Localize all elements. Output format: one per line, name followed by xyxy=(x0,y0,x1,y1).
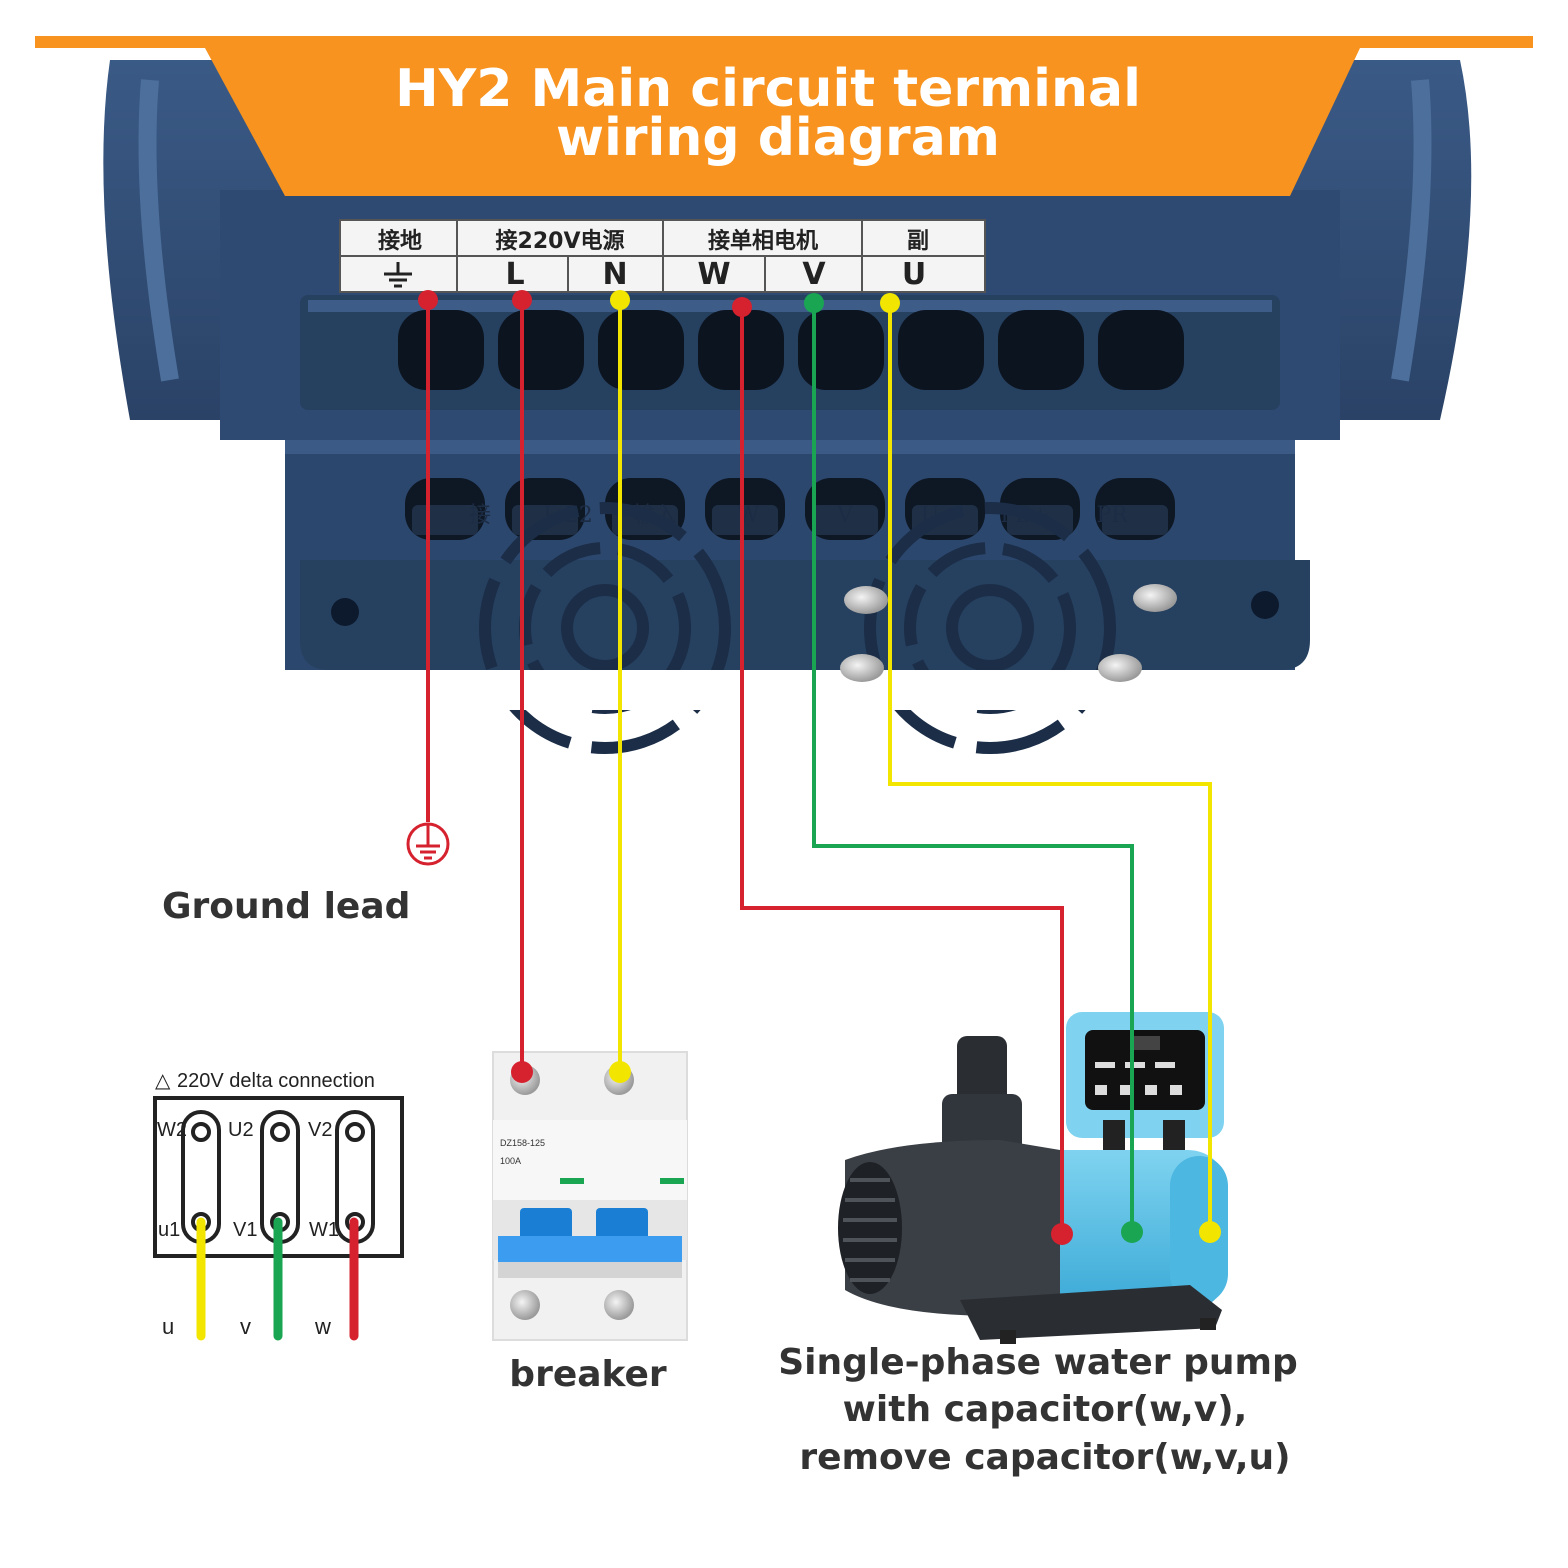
title-line-1: HY2 Main circuit terminal xyxy=(395,59,1141,119)
upper-terminal-sockets xyxy=(398,310,1184,390)
terminal-label-sticker: 接地 接220V电源 接单相电机 副 L N W V U xyxy=(339,219,986,293)
phase-label-v: v xyxy=(240,1314,251,1339)
wire-W xyxy=(740,307,1064,1234)
phase-label-u: u xyxy=(162,1314,174,1339)
mounting-screws xyxy=(840,584,1177,682)
delta-label-w1: W1 xyxy=(309,1219,339,1241)
terminal-V: V xyxy=(802,257,826,292)
pump-caption-line-3: remove capacitor(w,v,u) xyxy=(799,1437,1290,1478)
label-motor-header: 接单相电机 xyxy=(708,229,818,254)
water-pump-image xyxy=(838,1012,1228,1344)
delta-label-v1: V1 xyxy=(233,1219,257,1241)
label-power-header: 接220V电源 xyxy=(496,229,625,254)
terminal-U: U xyxy=(902,257,926,292)
ground-symbol-icon xyxy=(384,262,412,288)
title-line-2: wiring diagram xyxy=(556,108,1000,168)
wire-V xyxy=(812,303,1134,1232)
terminal-W: W xyxy=(697,257,730,292)
terminal-N: N xyxy=(602,257,627,292)
breaker-model: DZ158-125 xyxy=(500,1138,545,1148)
pump-caption-line-1: Single-phase water pump xyxy=(778,1342,1298,1383)
phase-label-w: w xyxy=(314,1314,331,1339)
embossed-label: 接 xyxy=(469,503,491,528)
embossed-label: V xyxy=(836,503,854,528)
breaker-rating: 100A xyxy=(500,1156,521,1166)
title-banner: HY2 Main circuit terminal wiring diagram xyxy=(35,36,1533,196)
delta-label-u2: U2 xyxy=(228,1119,254,1141)
delta-connection-diagram: △ 220V delta connection W2 U2 V2 u1 V1 W… xyxy=(153,1070,404,1341)
delta-triangle-icon: △ xyxy=(155,1070,171,1092)
earth-ground-icon xyxy=(406,822,450,866)
ground-lead-caption: Ground lead xyxy=(162,886,410,927)
pump-caption-line-2: with capacitor(w,v), xyxy=(843,1389,1248,1430)
wire-endpoints xyxy=(418,290,1221,1245)
breaker-caption: breaker xyxy=(509,1354,667,1395)
wires xyxy=(426,300,1212,1234)
label-ground-header: 接地 xyxy=(378,229,422,254)
breaker-image: DZ158-125 100A xyxy=(492,1051,688,1341)
wire-U xyxy=(888,303,1212,1232)
terminal-L: L xyxy=(505,257,524,292)
delta-label-w2: W2 xyxy=(157,1119,187,1141)
delta-title: 220V delta connection xyxy=(177,1070,375,1092)
label-aux-header: 副 xyxy=(907,229,929,254)
delta-label-u1: u1 xyxy=(158,1219,180,1241)
embossed-label: PR xyxy=(1096,503,1129,528)
delta-label-v2: V2 xyxy=(308,1119,332,1141)
